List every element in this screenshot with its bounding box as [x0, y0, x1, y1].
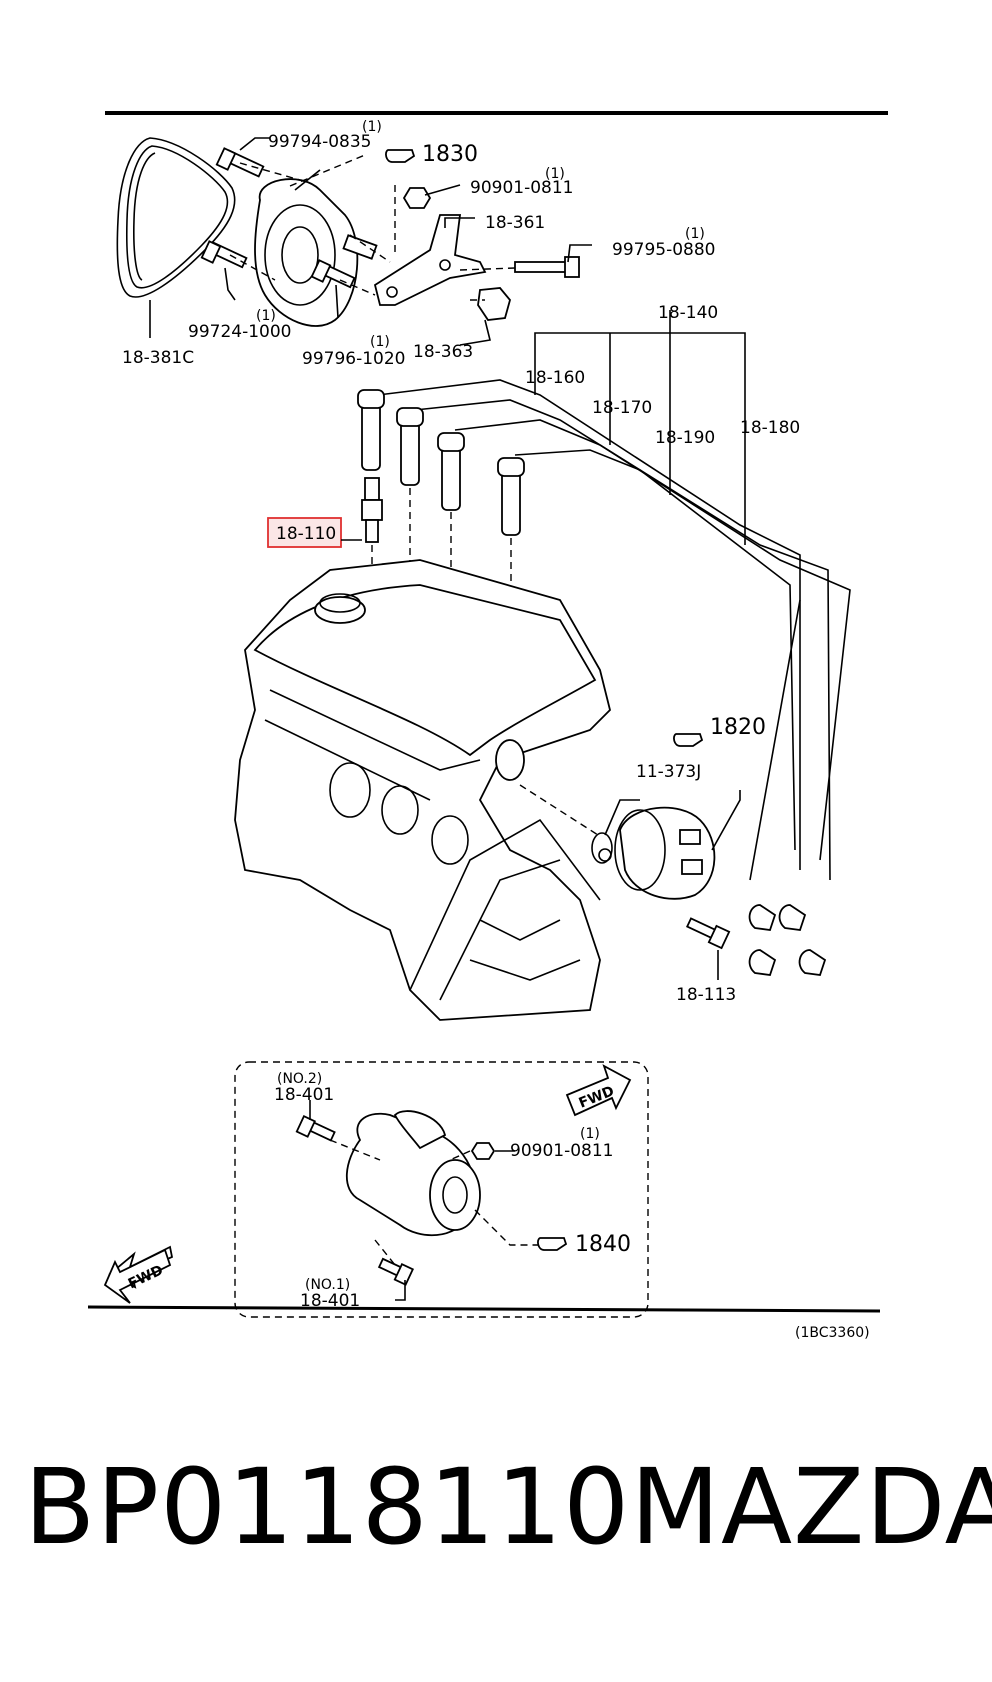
plug-boot-1	[357, 389, 385, 471]
alternator	[254, 178, 378, 327]
o-ring	[591, 832, 613, 864]
starter-motor	[345, 1110, 481, 1237]
starter-nut	[470, 1142, 496, 1160]
label-qty: (1)	[685, 226, 705, 242]
bolt-99794	[215, 147, 265, 178]
label-18-180: 18-180	[740, 418, 800, 438]
bolt-99724	[200, 240, 248, 269]
label-90901-0811: 90901-0811	[470, 178, 573, 198]
label-1820: 1820	[710, 715, 766, 740]
diagram-code: (1BC3360)	[795, 1325, 870, 1341]
nut-90901	[402, 187, 432, 209]
bracket-18-361	[373, 214, 487, 306]
label-18-401-no1: 18-401	[300, 1291, 360, 1311]
label-99724-1000: 99724-1000	[188, 322, 291, 342]
caption: BP0118110 MAZDA	[24, 1446, 992, 1568]
label-qty: (1)	[362, 119, 382, 135]
label-99795-0880: 99795-0880	[612, 240, 715, 260]
label-99794-0835: 99794-0835	[268, 132, 371, 152]
label-90901-0811-starter: 90901-0811	[510, 1141, 613, 1161]
label-1830: 1830	[422, 142, 478, 167]
label-qty: (1)	[580, 1126, 600, 1142]
label-18-361: 18-361	[485, 213, 545, 233]
label-qty: (1)	[370, 334, 390, 350]
label-18-190: 18-190	[655, 428, 715, 448]
bottom-rule	[87, 1305, 881, 1313]
label-no1: (NO.1)	[305, 1277, 350, 1293]
label-18-363: 18-363	[413, 342, 473, 362]
adjuster-18-363	[477, 287, 511, 321]
label-1840: 1840	[575, 1232, 631, 1257]
bolt-18-113	[686, 917, 731, 950]
label-18-140: 18-140	[658, 303, 718, 323]
part-number: BP0118110	[24, 1446, 631, 1568]
label-qty: (1)	[256, 308, 276, 324]
starter-bolt-no1	[377, 1257, 415, 1286]
hand-pointer-icon-1820	[673, 733, 704, 747]
spark-plug	[361, 477, 383, 543]
wire-terminals	[748, 904, 827, 976]
starter-inset	[234, 1061, 649, 1318]
label-18-170: 18-170	[592, 398, 652, 418]
hand-pointer-icon-1830	[385, 149, 416, 163]
brand-name: MAZDA	[630, 1446, 992, 1568]
label-18-113: 18-113	[676, 985, 736, 1005]
bolt-99795	[514, 256, 580, 278]
bolt-99796	[310, 259, 356, 289]
spark-plug-wires	[377, 379, 851, 881]
plug-boot-3	[437, 432, 465, 511]
plug-boot-2	[396, 407, 424, 486]
label-11-373j: 11-373J	[636, 762, 701, 782]
starter-bolt-no2	[295, 1115, 336, 1142]
label-18-401-no2: 18-401	[274, 1085, 334, 1105]
drive-belt	[116, 137, 236, 298]
label-18-110: 18-110	[276, 524, 336, 544]
hand-pointer-icon-1840	[537, 1237, 568, 1251]
label-18-381c: 18-381C	[122, 348, 194, 368]
plug-boot-4	[497, 457, 525, 536]
distributor	[598, 806, 716, 900]
highlight-box	[267, 517, 342, 548]
fwd-arrow-main	[103, 1245, 174, 1304]
engine-block	[234, 559, 611, 1021]
label-no2: (NO.2)	[277, 1071, 322, 1087]
label-18-160: 18-160	[525, 368, 585, 388]
label-qty: (1)	[545, 166, 565, 182]
fwd-arrow-inset	[565, 1064, 632, 1117]
label-99796-1020: 99796-1020	[302, 349, 405, 369]
